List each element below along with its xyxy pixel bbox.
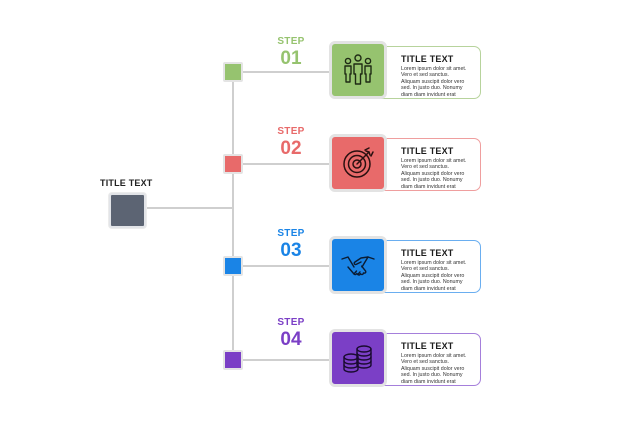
card-body: Lorem ipsum dolor sit amet. Vero et sed … [401,158,477,190]
target-icon [343,147,374,178]
team-icon [344,54,372,85]
step-marker-2 [223,154,243,174]
step-label-2: STEP 02 [271,126,311,159]
card-body-line: Aliquam suscipit dolor vero [401,78,465,85]
card-body-line: Lorem ipsum dolor sit amet. [401,353,467,359]
card-body-line: Lorem ipsum dolor sit amet. [401,260,467,266]
card-body-line: diam diam invidunt erat [401,378,456,385]
card-body-line: Vero et sed sanctus. [401,164,449,171]
card-body-line: Vero et sed sanctus. [401,266,449,273]
handshake-icon [341,256,375,276]
icon-tile-2 [329,134,387,192]
step-marker-3 [223,256,243,276]
card-body-line: Vero et sed sanctus. [401,359,449,366]
step-number: 02 [280,138,302,159]
step-word: STEP [277,228,305,239]
card-body-line: Lorem ipsum dolor sit amet. [401,158,467,164]
coins-icon [343,345,372,373]
step-word: STEP [277,126,305,137]
vertical-trunk [232,72,234,361]
card-title: TITLE TEXT [401,146,454,156]
card-title: TITLE TEXT [401,54,454,64]
card-title: TITLE TEXT [401,248,454,258]
branch-connector-4 [242,359,332,361]
card-title: TITLE TEXT [401,341,454,351]
card-body-line: sed. In justo duo. Nonumy [401,177,463,184]
branch-connector-2 [242,163,332,165]
card-body-line: sed. In justo duo. Nonumy [401,372,463,379]
branch-connector-1 [242,71,332,73]
icon-tile-3 [329,236,387,294]
step-marker-1 [223,62,243,82]
step-number: 03 [280,240,302,261]
card-body: Lorem ipsum dolor sit amet. Vero et sed … [401,66,477,98]
step-label-4: STEP 04 [271,317,311,350]
step-label-3: STEP 03 [271,228,311,261]
card-body-line: Aliquam suscipit dolor vero [401,170,465,177]
step-label-1: STEP 01 [271,36,311,69]
card-body-line: Aliquam suscipit dolor vero [401,272,465,279]
card-body-line: diam diam invidunt erat [401,183,456,190]
card-body-line: diam diam invidunt erat [401,285,456,292]
card-body-line: diam diam invidunt erat [401,91,456,98]
card-body-line: sed. In justo duo. Nonumy [401,85,463,92]
step-number: 04 [280,329,302,350]
card-body: Lorem ipsum dolor sit amet. Vero et sed … [401,353,477,385]
icon-tile-4 [329,329,387,387]
card-body: Lorem ipsum dolor sit amet. Vero et sed … [401,260,477,292]
step-word: STEP [277,317,305,328]
card-body-line: Vero et sed sanctus. [401,72,449,79]
root-title: TITLE TEXT [100,178,153,188]
root-connector [142,207,234,209]
card-body-line: sed. In justo duo. Nonumy [401,279,463,286]
branch-connector-3 [242,265,332,267]
step-number: 01 [280,48,302,69]
step-word: STEP [277,36,305,47]
root-node [109,193,146,228]
icon-tile-1 [329,41,387,99]
card-body-line: Aliquam suscipit dolor vero [401,365,465,372]
card-body-line: Lorem ipsum dolor sit amet. [401,66,467,72]
step-marker-4 [223,350,243,370]
